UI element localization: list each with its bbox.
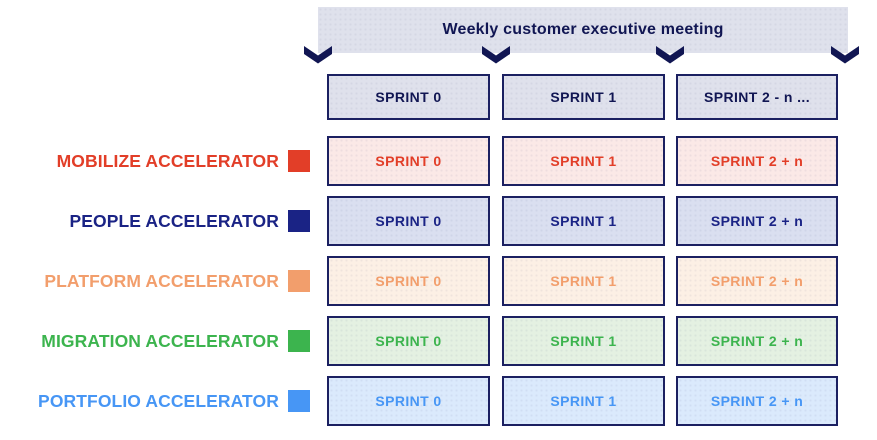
row-mobilize-accelerator: MOBILIZE ACCELERATOR	[0, 136, 310, 186]
sprint-cell: SPRINT 1	[502, 256, 665, 306]
row-label: PORTFOLIO ACCELERATOR	[38, 390, 279, 411]
row-platform-accelerator: PLATFORM ACCELERATOR	[0, 256, 310, 306]
row-label: MIGRATION ACCELERATOR	[41, 330, 279, 351]
color-swatch	[288, 150, 310, 172]
color-swatch	[288, 390, 310, 412]
sprint-cell: SPRINT 0	[327, 256, 490, 306]
sprint-cell: SPRINT 2 + n	[676, 196, 838, 246]
column-header-sprint-1: SPRINT 1	[502, 74, 665, 120]
color-swatch	[288, 270, 310, 292]
sprint-cell: SPRINT 2 + n	[676, 136, 838, 186]
sprint-cell: SPRINT 1	[502, 136, 665, 186]
column-header-sprint-0: SPRINT 0	[327, 74, 490, 120]
chevron-down-icon	[482, 46, 510, 64]
row-migration-accelerator: MIGRATION ACCELERATOR	[0, 316, 310, 366]
column-header-sprint-2-n: SPRINT 2 - n ...	[676, 74, 838, 120]
weekly-meeting-title: Weekly customer executive meeting	[442, 21, 724, 38]
sprint-cell: SPRINT 0	[327, 136, 490, 186]
chevron-down-icon	[831, 46, 859, 64]
sprint-cell: SPRINT 2 + n	[676, 256, 838, 306]
chevron-down-icon	[656, 46, 684, 64]
row-label: MOBILIZE ACCELERATOR	[56, 150, 279, 171]
sprint-cell: SPRINT 0	[327, 196, 490, 246]
row-people-accelerator: PEOPLE ACCELERATOR	[0, 196, 310, 246]
sprint-cell: SPRINT 2 + n	[676, 376, 838, 426]
sprint-cell: SPRINT 1	[502, 376, 665, 426]
color-swatch	[288, 330, 310, 352]
sprint-cell: SPRINT 0	[327, 316, 490, 366]
sprint-cell: SPRINT 1	[502, 196, 665, 246]
weekly-meeting-banner: Weekly customer executive meeting	[318, 7, 848, 53]
sprint-cell: SPRINT 2 + n	[676, 316, 838, 366]
row-label: PEOPLE ACCELERATOR	[69, 210, 279, 231]
sprint-cell: SPRINT 0	[327, 376, 490, 426]
sprint-cell: SPRINT 1	[502, 316, 665, 366]
color-swatch	[288, 210, 310, 232]
row-portfolio-accelerator: PORTFOLIO ACCELERATOR	[0, 376, 310, 426]
row-label: PLATFORM ACCELERATOR	[44, 270, 279, 291]
chevron-down-icon	[304, 46, 332, 64]
